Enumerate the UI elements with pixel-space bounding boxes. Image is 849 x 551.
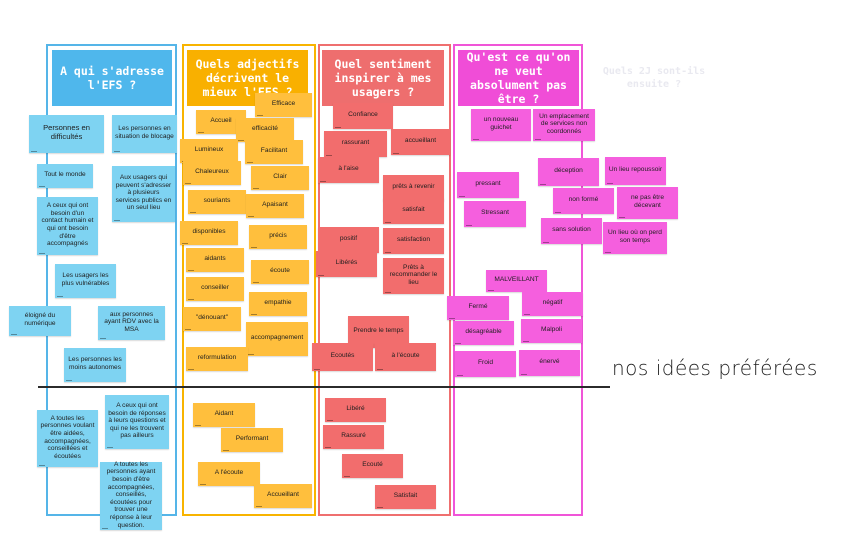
sticky-note[interactable]: aidants [186,248,244,272]
sticky-note[interactable]: MALVEILLANT [486,270,547,292]
sticky-note[interactable]: Facilitant [245,140,303,164]
sticky-note[interactable]: à l'aise [318,157,379,183]
sticky-note[interactable]: empathie [249,292,307,316]
sticky-note[interactable]: Lumineux [180,139,238,163]
sticky-note[interactable]: positif [318,227,379,253]
sticky-note[interactable]: Aux usagers qui peuvent s'adresser à plu… [112,166,175,222]
sticky-note[interactable]: Les personnes en situation de blocage [112,115,177,153]
sticky-note[interactable]: accueillant [391,129,450,155]
sticky-note[interactable]: énervé [519,350,580,376]
sticky-note[interactable]: rassurant [324,131,387,157]
sticky-note[interactable]: reformulation [186,347,248,371]
sticky-note[interactable]: Clair [251,166,309,190]
sticky-note[interactable]: Apaisant [246,194,304,218]
sticky-note[interactable]: "dénouant" [183,307,241,331]
sticky-note[interactable]: à l'écoute [375,343,436,371]
sticky-note[interactable]: Libérés [316,251,377,277]
annotation-text[interactable]: nos idées préférées [612,356,818,380]
sticky-note[interactable]: A l'écoute [198,462,260,486]
sticky-note[interactable]: Prendre le temps [348,316,409,348]
divider-line[interactable] [38,386,610,388]
sticky-note[interactable]: Tout le monde [37,164,93,188]
frame-col4 [453,44,583,516]
column-header-col1[interactable]: A qui s'adresse l'EFS ? [52,50,172,106]
column-header-col4[interactable]: Qu'est ce qu'on ne veut absolument pas ê… [458,50,579,106]
sticky-note[interactable]: satisfait [383,198,444,224]
sticky-note[interactable]: négatif [522,292,583,316]
sticky-note[interactable]: précis [249,225,307,249]
sticky-note[interactable]: désagréable [453,321,514,345]
sticky-note[interactable]: efficacité [236,118,294,142]
frame-col3 [318,44,451,516]
column-header-col3[interactable]: Quel sentiment inspirer à mes usagers ? [322,50,444,106]
sticky-note[interactable]: pressant [457,172,519,198]
sticky-note[interactable]: Efficace [255,93,312,117]
sticky-note[interactable]: A ceux qui ont besoin de réponses à leur… [105,395,169,449]
sticky-note[interactable]: conseiller [186,277,244,301]
sticky-note[interactable]: Fermé [447,296,509,320]
sticky-note[interactable]: Les personnes les moins autonomes [64,348,126,382]
sticky-note[interactable]: déception [538,158,599,186]
sticky-note[interactable]: ne pas être décevant [617,187,678,219]
sticky-note[interactable]: Malpoli [521,319,582,343]
sticky-note[interactable]: Rassuré [323,425,384,449]
sticky-note[interactable]: Un lieu où on perd son temps [603,222,667,254]
sticky-note[interactable]: Un emplacement de services non coordonné… [533,109,595,141]
sticky-note[interactable]: aux personnes ayant RDV avec la MSA [98,306,165,340]
sticky-note[interactable]: non formé [553,188,614,214]
column-header-col2[interactable]: Quels adjectifs décrivent le mieux l'EFS… [187,50,308,106]
sticky-note[interactable]: prêts à revenir [383,175,444,201]
sticky-note[interactable]: Satisfait [375,485,436,509]
sticky-note[interactable]: éloigné du numérique [9,306,71,336]
sticky-note[interactable]: Performant [221,428,283,452]
sticky-note[interactable]: Les usagers les plus vulnérables [55,264,116,298]
sticky-note[interactable]: Confiance [333,103,393,129]
sticky-note[interactable]: Ecouté [342,454,403,478]
sticky-note[interactable]: sans solution [541,218,602,244]
sticky-note[interactable]: Libéré [325,398,386,422]
ghost-column-title: Quels 2J sont-ils ensuite ? [602,66,706,90]
sticky-note[interactable]: A toutes les personnes ayant besoin d'êt… [100,461,162,530]
sticky-note[interactable]: Froid [455,351,516,377]
sticky-note[interactable]: A ceux qui ont besoin d'un contact humai… [37,197,98,255]
sticky-note[interactable]: un nouveau guichet [471,109,531,141]
sticky-note[interactable]: Prêts à recommander le lieu [383,258,444,294]
sticky-note[interactable]: Un lieu repoussoir [605,157,666,185]
sticky-note[interactable]: accompagnement [246,322,308,356]
sticky-note[interactable]: Stressant [464,201,526,227]
sticky-note[interactable]: satisfaction [383,228,444,254]
frame-col2 [182,44,316,516]
sticky-note[interactable]: Ecoutés [312,343,373,371]
sticky-note[interactable]: Accueillant [254,484,312,508]
sticky-note[interactable]: Personnes en difficultés [29,115,104,153]
sticky-note[interactable]: disponibles [180,221,238,245]
sticky-note[interactable]: Aidant [193,403,255,427]
sticky-note[interactable]: souriants [188,190,246,214]
sticky-note[interactable]: A toutes les personnes voulant être aidé… [37,410,98,467]
sticky-note[interactable]: écoute [251,260,309,284]
sticky-note[interactable]: Chaleureux [183,161,241,185]
